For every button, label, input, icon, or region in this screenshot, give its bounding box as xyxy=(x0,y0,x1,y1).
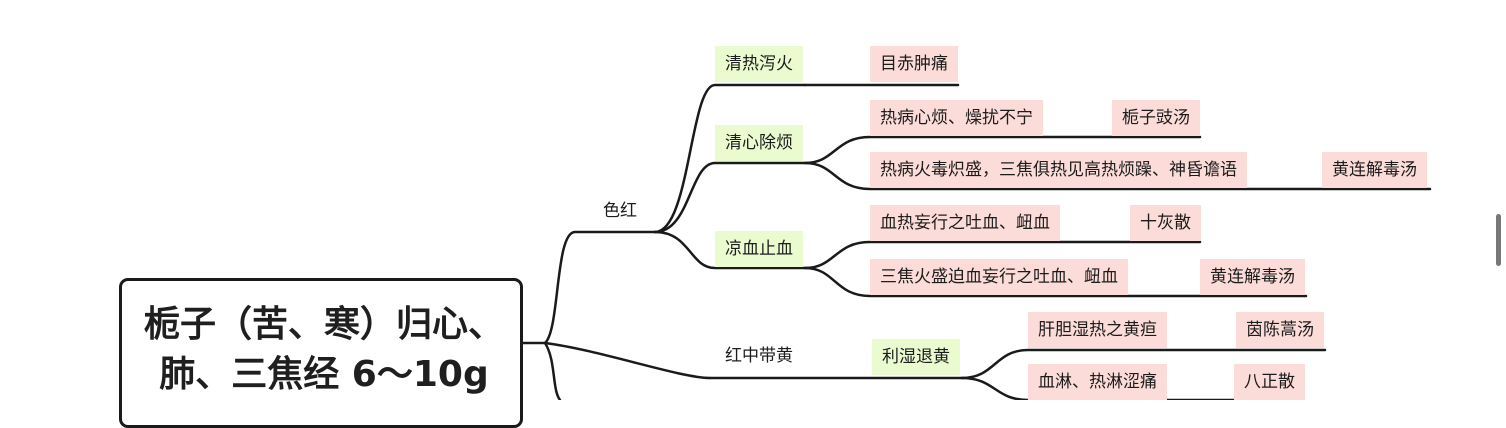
node-li-shi-tui-huang[interactable]: 利湿退黄 xyxy=(872,339,960,375)
node-mu-chi-zhong-tong[interactable]: 目赤肿痛 xyxy=(870,46,958,82)
node-qing-xin-chu-fan[interactable]: 清心除烦 xyxy=(715,125,803,161)
connector-trunk-se-hong xyxy=(543,230,657,345)
connector-qing-xin xyxy=(653,161,807,234)
node-san-jiao-huo-sheng[interactable]: 三焦火盛迫血妄行之吐血、衄血 xyxy=(870,259,1128,295)
connector-trunk-down xyxy=(543,341,562,400)
connector-gan-dan xyxy=(960,348,1327,380)
node-re-bing-huo-du[interactable]: 热病火毒炽盛，三焦俱热见高热烦躁、神昏谵语 xyxy=(870,152,1247,188)
connector-liang-xue xyxy=(653,230,807,270)
connector-xue-re xyxy=(803,240,1202,270)
node-re-bing-xin-fan[interactable]: 热病心烦、燥扰不宁 xyxy=(870,100,1043,136)
connector-re-bing-xin-fan xyxy=(803,135,1202,165)
node-qing-re-xie-huo[interactable]: 清热泻火 xyxy=(715,46,803,82)
node-yin-chen-hao-tang[interactable]: 茵陈蒿汤 xyxy=(1236,312,1324,348)
connector-re-bing-huo-du xyxy=(803,161,1432,191)
connector-trunk-hong-zhong xyxy=(543,341,712,380)
node-se-hong[interactable]: 色红 xyxy=(603,200,637,221)
node-zhi-zi-chi-tang[interactable]: 栀子豉汤 xyxy=(1112,100,1200,136)
node-liang-xue-zhi-xue[interactable]: 凉血止血 xyxy=(715,231,803,267)
node-xue-re-wang-xing[interactable]: 血热妄行之吐血、衄血 xyxy=(870,205,1060,241)
root-topic[interactable]: 栀子（苦、寒）归心、 肺、三焦经 6～10g xyxy=(119,278,523,428)
node-ba-zheng-san[interactable]: 八正散 xyxy=(1234,364,1305,400)
node-huang-lian-jie-du-tang-1[interactable]: 黄连解毒汤 xyxy=(1322,152,1427,188)
node-gan-dan-shi-re[interactable]: 肝胆湿热之黄疸 xyxy=(1028,312,1167,348)
mindmap-connectors xyxy=(521,83,1432,400)
connector-san-jiao xyxy=(803,266,1308,298)
node-hong-zhong-dai-huang[interactable]: 红中带黄 xyxy=(725,345,793,366)
connector-qing-re xyxy=(653,83,807,234)
node-shi-hui-san[interactable]: 十灰散 xyxy=(1130,205,1201,241)
root-title-line-1: 栀子（苦、寒）归心、 xyxy=(143,304,504,345)
node-huang-lian-jie-du-tang-2[interactable]: 黄连解毒汤 xyxy=(1200,259,1305,295)
vertical-scrollbar[interactable] xyxy=(1496,214,1501,266)
node-xue-lin[interactable]: 血淋、热淋涩痛 xyxy=(1028,364,1167,400)
root-title-line-2: 肺、三焦经 6～10g xyxy=(159,354,489,395)
